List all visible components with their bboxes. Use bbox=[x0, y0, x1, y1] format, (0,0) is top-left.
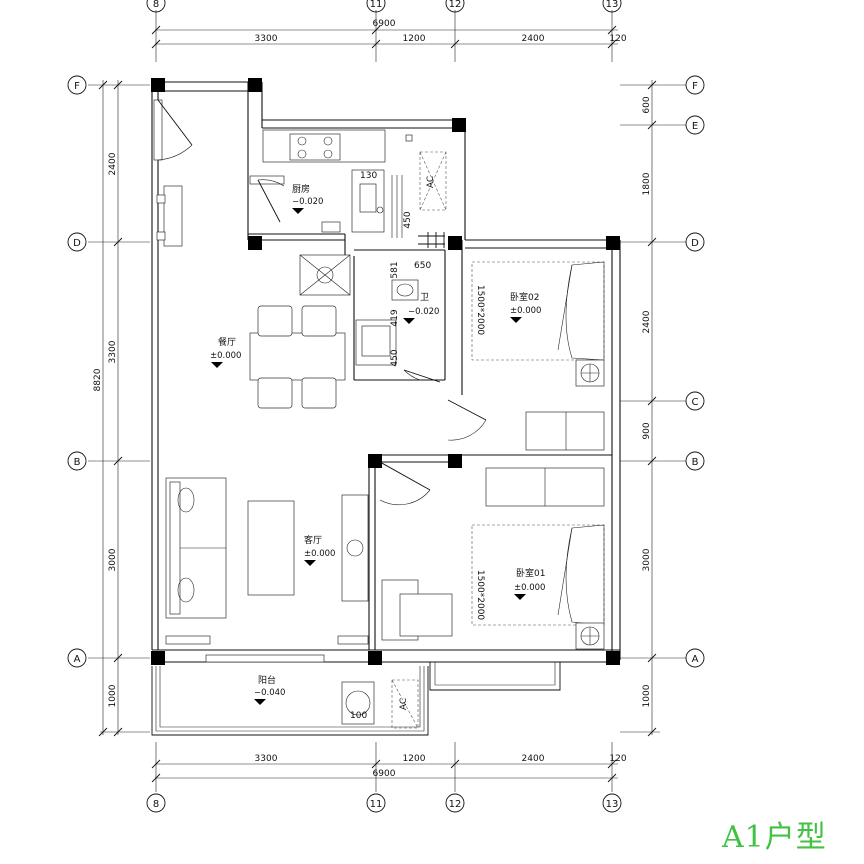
top-dimension-chain: 6900 3300 1200 2400 120 bbox=[151, 10, 627, 62]
room-bath-elev: −0.020 bbox=[408, 307, 439, 317]
axis-left-B: B bbox=[74, 457, 81, 468]
axis-top-11: 11 bbox=[370, 0, 383, 10]
ac-label-balcony: AC bbox=[399, 698, 409, 710]
axis-top-12: 12 bbox=[449, 0, 462, 10]
left-seg-3: 3000 bbox=[108, 548, 118, 571]
room-bed2-bed-size: 1500*2000 bbox=[475, 285, 485, 336]
axis-top-8: 8 bbox=[153, 0, 159, 10]
width-seg-4-top: 120 bbox=[609, 34, 626, 44]
axis-bottom-11: 11 bbox=[370, 799, 383, 810]
left-seg-2: 3300 bbox=[108, 340, 118, 363]
dim-450-kitchen: 450 bbox=[403, 211, 413, 228]
axis-bottom-8: 8 bbox=[153, 799, 159, 810]
dim-650: 650 bbox=[414, 261, 431, 271]
entrance-fixtures bbox=[153, 99, 193, 247]
room-bed1-elev: ±0.000 bbox=[514, 583, 545, 593]
plan-title: A1户型 bbox=[722, 820, 827, 855]
axis-top-13: 13 bbox=[606, 0, 619, 10]
axis-right-D: D bbox=[691, 238, 699, 249]
axis-right-E: E bbox=[692, 121, 698, 132]
axis-bottom-13: 13 bbox=[606, 799, 619, 810]
room-balcony-elev: −0.040 bbox=[254, 688, 285, 698]
room-dining-elev: ±0.000 bbox=[210, 351, 241, 361]
right-dimension-chain: 600 1800 2400 900 3000 1000 bbox=[620, 80, 686, 737]
bedroom-01-furniture bbox=[379, 461, 605, 650]
right-seg-3: 2400 bbox=[642, 310, 652, 333]
dim-450-bath: 450 bbox=[390, 349, 400, 366]
width-seg-2-bottom: 1200 bbox=[403, 754, 426, 764]
structural-columns bbox=[151, 78, 620, 665]
top-axis-bubbles: 8 11 12 13 bbox=[146, 0, 622, 13]
total-width-top: 6900 bbox=[373, 19, 396, 29]
axis-right-C: C bbox=[692, 397, 699, 408]
room-living-elev: ±0.000 bbox=[304, 549, 335, 559]
axis-right-A: A bbox=[692, 654, 699, 665]
room-kitchen-elev: −0.020 bbox=[292, 197, 323, 207]
room-dining-name: 餐厅 bbox=[218, 336, 236, 348]
right-axis-bubbles: F E D C B A bbox=[685, 75, 705, 668]
axis-left-F: F bbox=[74, 81, 80, 92]
left-dimension-chain: 8820 2400 3300 3000 1000 bbox=[88, 80, 150, 737]
width-seg-1-bottom: 3300 bbox=[255, 754, 278, 764]
left-seg-1: 2400 bbox=[108, 152, 118, 175]
axis-right-F: F bbox=[692, 81, 698, 92]
dim-130: 130 bbox=[360, 171, 377, 181]
bath-fixtures bbox=[299, 232, 445, 383]
room-bed1-name: 卧室01 bbox=[516, 567, 545, 579]
room-balcony-name: 阳台 bbox=[258, 674, 276, 686]
axis-right-B: B bbox=[692, 457, 699, 468]
room-bed2-name: 卧室02 bbox=[510, 291, 539, 303]
room-bed2-elev: ±0.000 bbox=[510, 306, 541, 316]
bottom-dimension-chain: 3300 1200 2400 120 6900 bbox=[151, 742, 627, 792]
width-seg-3-top: 2400 bbox=[522, 34, 545, 44]
dim-419: 419 bbox=[390, 309, 400, 326]
width-seg-3-bottom: 2400 bbox=[522, 754, 545, 764]
dining-table-set bbox=[249, 305, 346, 409]
axis-left-D: D bbox=[73, 238, 81, 249]
axis-bottom-12: 12 bbox=[449, 799, 462, 810]
axis-left-A: A bbox=[74, 654, 81, 665]
room-living-name: 客厅 bbox=[304, 534, 322, 546]
right-seg-1: 600 bbox=[642, 96, 652, 113]
room-kitchen-name: 厨房 bbox=[292, 183, 310, 195]
living-room-furniture bbox=[165, 477, 369, 645]
left-seg-4: 1000 bbox=[108, 684, 118, 707]
dim-100: 100 bbox=[350, 711, 367, 721]
right-seg-2: 1800 bbox=[642, 172, 652, 195]
width-seg-4-bottom: 120 bbox=[609, 754, 626, 764]
left-axis-bubbles: F D B A bbox=[67, 75, 87, 668]
bedroom-02-furniture bbox=[447, 261, 605, 507]
ac-label-kitchen: AC bbox=[426, 176, 436, 188]
total-width-bottom: 6900 bbox=[373, 769, 396, 779]
balcony bbox=[151, 654, 561, 736]
room-bath-name: 卫 bbox=[420, 293, 429, 303]
room-bed1-bed-size: 1500*2000 bbox=[475, 570, 485, 621]
width-seg-1-top: 3300 bbox=[255, 34, 278, 44]
kitchen-fixtures: AC bbox=[249, 129, 447, 238]
right-seg-4: 900 bbox=[642, 422, 652, 439]
dim-581: 581 bbox=[390, 261, 400, 278]
right-seg-5: 3000 bbox=[642, 548, 652, 571]
width-seg-2-top: 1200 bbox=[403, 34, 426, 44]
bottom-axis-bubbles: 8 11 12 13 bbox=[146, 793, 622, 813]
total-height-left: 8820 bbox=[93, 368, 103, 391]
right-seg-6: 1000 bbox=[642, 684, 652, 707]
